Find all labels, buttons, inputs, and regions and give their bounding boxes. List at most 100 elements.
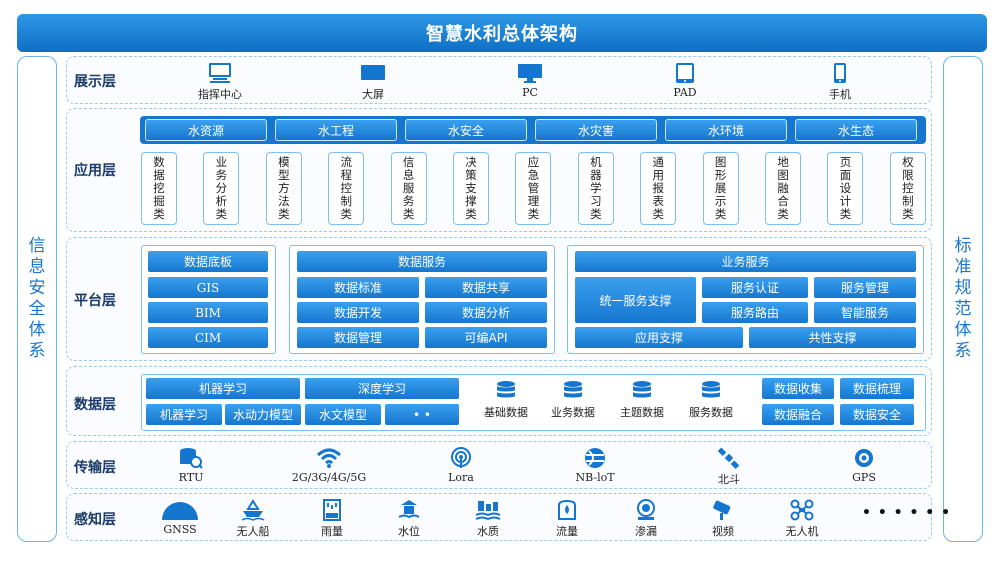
sense-label: 渗漏 [635,525,657,538]
data-manage-button[interactable]: 数据管理 [297,327,419,348]
gnss-dome-icon [162,502,198,520]
info-security-panel: 信息安全体系 [17,56,57,542]
app-card-reports[interactable]: 通用报表类 [640,152,677,225]
platform-layer-label: 平台层 [74,293,116,309]
ml-header-button[interactable]: 机器学习 [146,378,300,399]
app-card-graphics[interactable]: 图形展示类 [702,152,739,225]
database-icon [633,381,651,398]
smart-service-button[interactable]: 智能服务 [814,302,916,323]
data-dev-button[interactable]: 数据开发 [297,302,419,323]
standards-label: 标准规范体系 [954,236,972,361]
app-card-business-analysis[interactable]: 业务分析类 [203,152,240,225]
tab-water-ecology[interactable]: 水生态 [795,119,917,141]
data-standard-button[interactable]: 数据标准 [297,277,419,298]
db-business: 业务数据 [545,380,601,420]
app-card-decision-support[interactable]: 决策支撑类 [453,152,490,225]
tab-water-safety[interactable]: 水安全 [405,119,527,141]
app-card-page-design[interactable]: 页面设计类 [827,152,864,225]
satellite-icon [717,447,740,469]
db-label: 主题数据 [620,406,664,419]
base-gis-button[interactable]: GIS [148,277,268,298]
base-cim-button[interactable]: CIM [148,327,268,348]
water-quality-icon [475,501,501,521]
rtu-icon [180,448,203,469]
db-service: 服务数据 [683,380,739,420]
app-card-model-methods[interactable]: 模型方法类 [265,152,302,225]
transfer-layer-label: 传输层 [74,460,116,476]
sense-seepage: 渗漏 [621,499,671,539]
drone-icon [790,499,814,521]
seepage-icon [637,499,655,520]
app-card-machine-learning[interactable]: 机器学习类 [577,152,614,225]
display-item-label: PAD [673,86,697,99]
app-card-process-control[interactable]: 流程控制类 [328,152,365,225]
app-card-data-mining[interactable]: 数据挖掘类 [141,152,177,225]
service-route-button[interactable]: 服务路由 [702,302,808,323]
data-base-title: 数据底板 [148,251,268,272]
db-label: 服务数据 [689,406,733,419]
app-layer-label: 应用层 [74,163,116,179]
service-manage-button[interactable]: 服务管理 [814,277,916,298]
app-card-permission[interactable]: 权限控制类 [889,152,926,225]
display-layer-label: 展示层 [74,74,116,90]
display-item-pc: PC [505,62,555,99]
sense-gnss: GNSS [155,499,205,536]
data-collect-button[interactable]: 数据收集 [762,378,834,399]
data-analysis-button[interactable]: 数据分析 [425,302,547,323]
data-service-title: 数据服务 [297,251,547,272]
data-layer-label: 数据层 [74,397,116,413]
sense-label: 无人船 [236,525,270,538]
app-card-emergency[interactable]: 应急管理类 [515,152,552,225]
db-topic: 主题数据 [614,380,670,420]
app-support-button[interactable]: 应用支撑 [575,327,743,348]
db-label: 业务数据 [551,406,595,419]
data-sort-button[interactable]: 数据梳理 [840,378,914,399]
dl-header-button[interactable]: 深度学习 [305,378,459,399]
transfer-layer [66,441,932,489]
globe-icon [585,448,605,468]
tab-water-disaster[interactable]: 水灾害 [535,119,657,141]
data-share-button[interactable]: 数据共享 [425,277,547,298]
tablet-icon [676,63,694,83]
app-card-info-service[interactable]: 信息服务类 [390,152,427,225]
sense-drone: 无人机 [777,499,827,539]
sub-ml-button[interactable]: 机器学习 [146,404,222,425]
display-item-label: PC [522,86,538,99]
database-icon [564,381,582,398]
app-cards: 数据挖掘类 业务分析类 模型方法类 流程控制类 信息服务类 决策支撑类 应急管理… [141,152,926,225]
tab-water-environment[interactable]: 水环境 [665,119,787,141]
common-support-button[interactable]: 共性支撑 [749,327,916,348]
sense-water-quality: 水质 [463,499,513,539]
unified-service-button[interactable]: 统一服务支撑 [575,277,696,323]
sense-label: 无人机 [785,525,819,538]
tab-water-resources[interactable]: 水资源 [145,119,267,141]
sense-rainfall: 雨量 [307,499,357,539]
transfer-nbiot: NB-loT [567,447,623,484]
app-card-map-fusion[interactable]: 地图融合类 [765,152,802,225]
sub-more-button[interactable]: • • [385,404,459,425]
data-fusion-button[interactable]: 数据融合 [762,404,834,425]
transfer-gps: GPS [838,447,890,484]
transfer-label: RTU [178,471,204,484]
standards-panel: 标准规范体系 [943,56,983,542]
sense-more-dots: • • • • • • [862,505,952,521]
pc-icon [518,64,542,83]
display-item-label: 大屏 [362,88,384,101]
sense-label: 水质 [477,525,499,538]
transfer-lora: Lora [435,447,487,484]
sense-label: 水位 [398,525,420,538]
biz-service-title: 业务服务 [575,251,916,272]
service-auth-button[interactable]: 服务认证 [702,277,808,298]
sub-hydrodynamic-button[interactable]: 水动力模型 [225,404,301,425]
base-bim-button[interactable]: BIM [148,302,268,323]
monitor-icon [209,63,231,83]
data-security-button[interactable]: 数据安全 [840,404,914,425]
display-item-label: 指挥中心 [198,88,242,101]
bigscreen-icon [361,65,385,80]
data-api-button[interactable]: 可编API [425,327,547,348]
transfer-label: NB-loT [575,471,615,484]
water-level-icon [398,500,420,519]
sense-label: 雨量 [321,525,343,538]
sub-hydrology-button[interactable]: 水文模型 [305,404,381,425]
tab-water-engineering[interactable]: 水工程 [275,119,397,141]
